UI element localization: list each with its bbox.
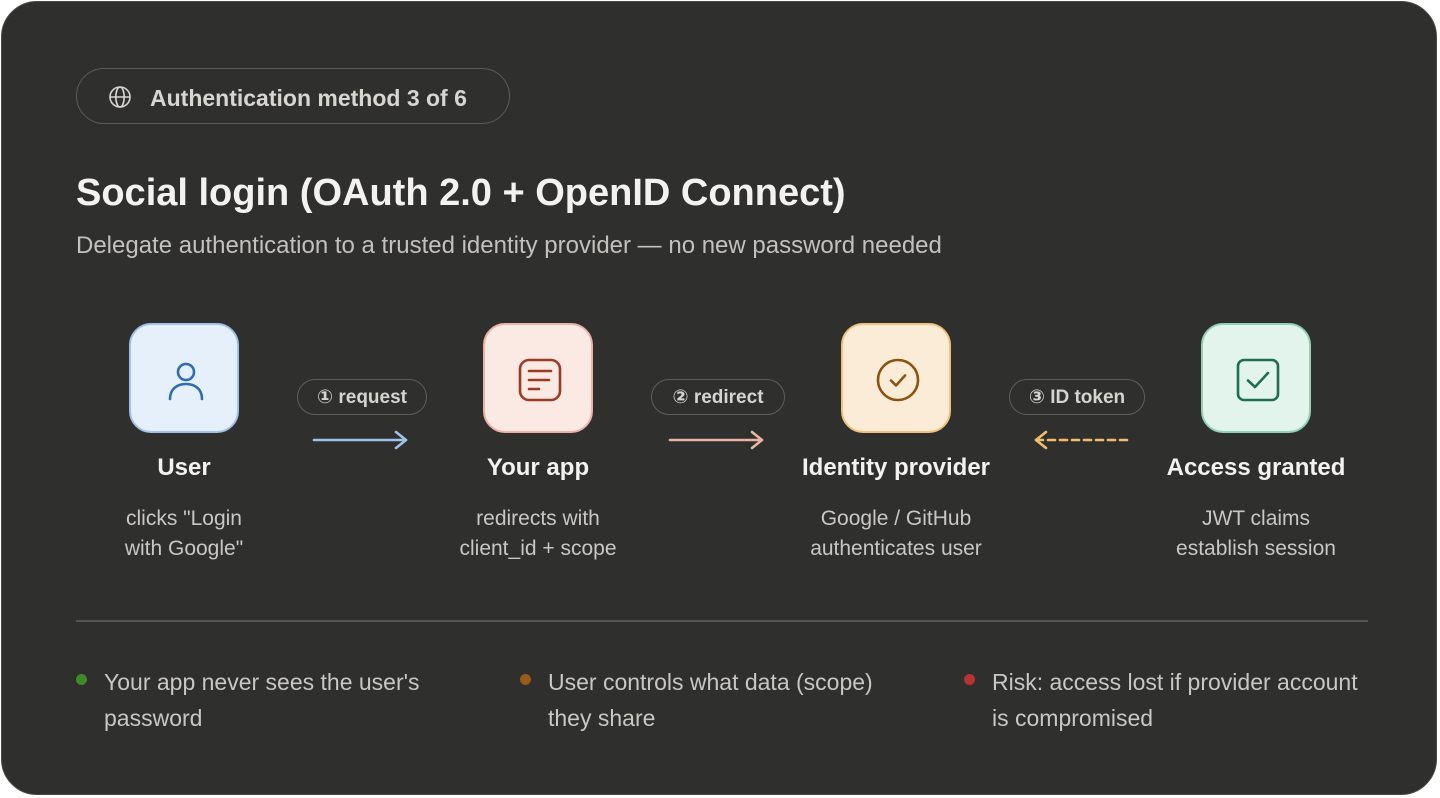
identity-provider-node-label: Identity provider xyxy=(801,454,991,481)
bullet-dot xyxy=(964,674,975,685)
document-icon xyxy=(518,358,562,402)
your-app-node xyxy=(483,323,593,433)
edge-redirect-label: ② redirect xyxy=(651,379,785,415)
edge-request-label: ① request xyxy=(297,379,427,415)
check-square-icon xyxy=(1236,358,1280,402)
user-icon xyxy=(168,362,204,401)
page-subtitle: Delegate authentication to a trusted ide… xyxy=(76,232,942,259)
globe-icon xyxy=(109,86,131,108)
method-badge: Authentication method 3 of 6 xyxy=(76,68,510,124)
method-badge-text: Authentication method 3 of 6 xyxy=(150,85,467,111)
edge-redirect-arrow xyxy=(668,430,764,450)
identity-provider-node xyxy=(841,323,951,433)
bullet-dot xyxy=(76,674,87,685)
your-app-node-label: Your app xyxy=(486,454,590,481)
access-granted-node xyxy=(1201,323,1311,433)
edge-id-token-arrow xyxy=(1034,430,1130,450)
edge-id-token-label: ③ ID token xyxy=(1009,379,1145,415)
bullet-dot xyxy=(520,674,531,685)
edge-request-arrow xyxy=(312,430,408,450)
user-node-label: User xyxy=(157,454,211,481)
check-circle-icon xyxy=(876,358,920,402)
section-divider xyxy=(76,620,1368,622)
access-granted-node-label: Access granted xyxy=(1166,454,1346,481)
page-title: Social login (OAuth 2.0 + OpenID Connect… xyxy=(76,172,846,214)
user-node xyxy=(129,323,239,433)
